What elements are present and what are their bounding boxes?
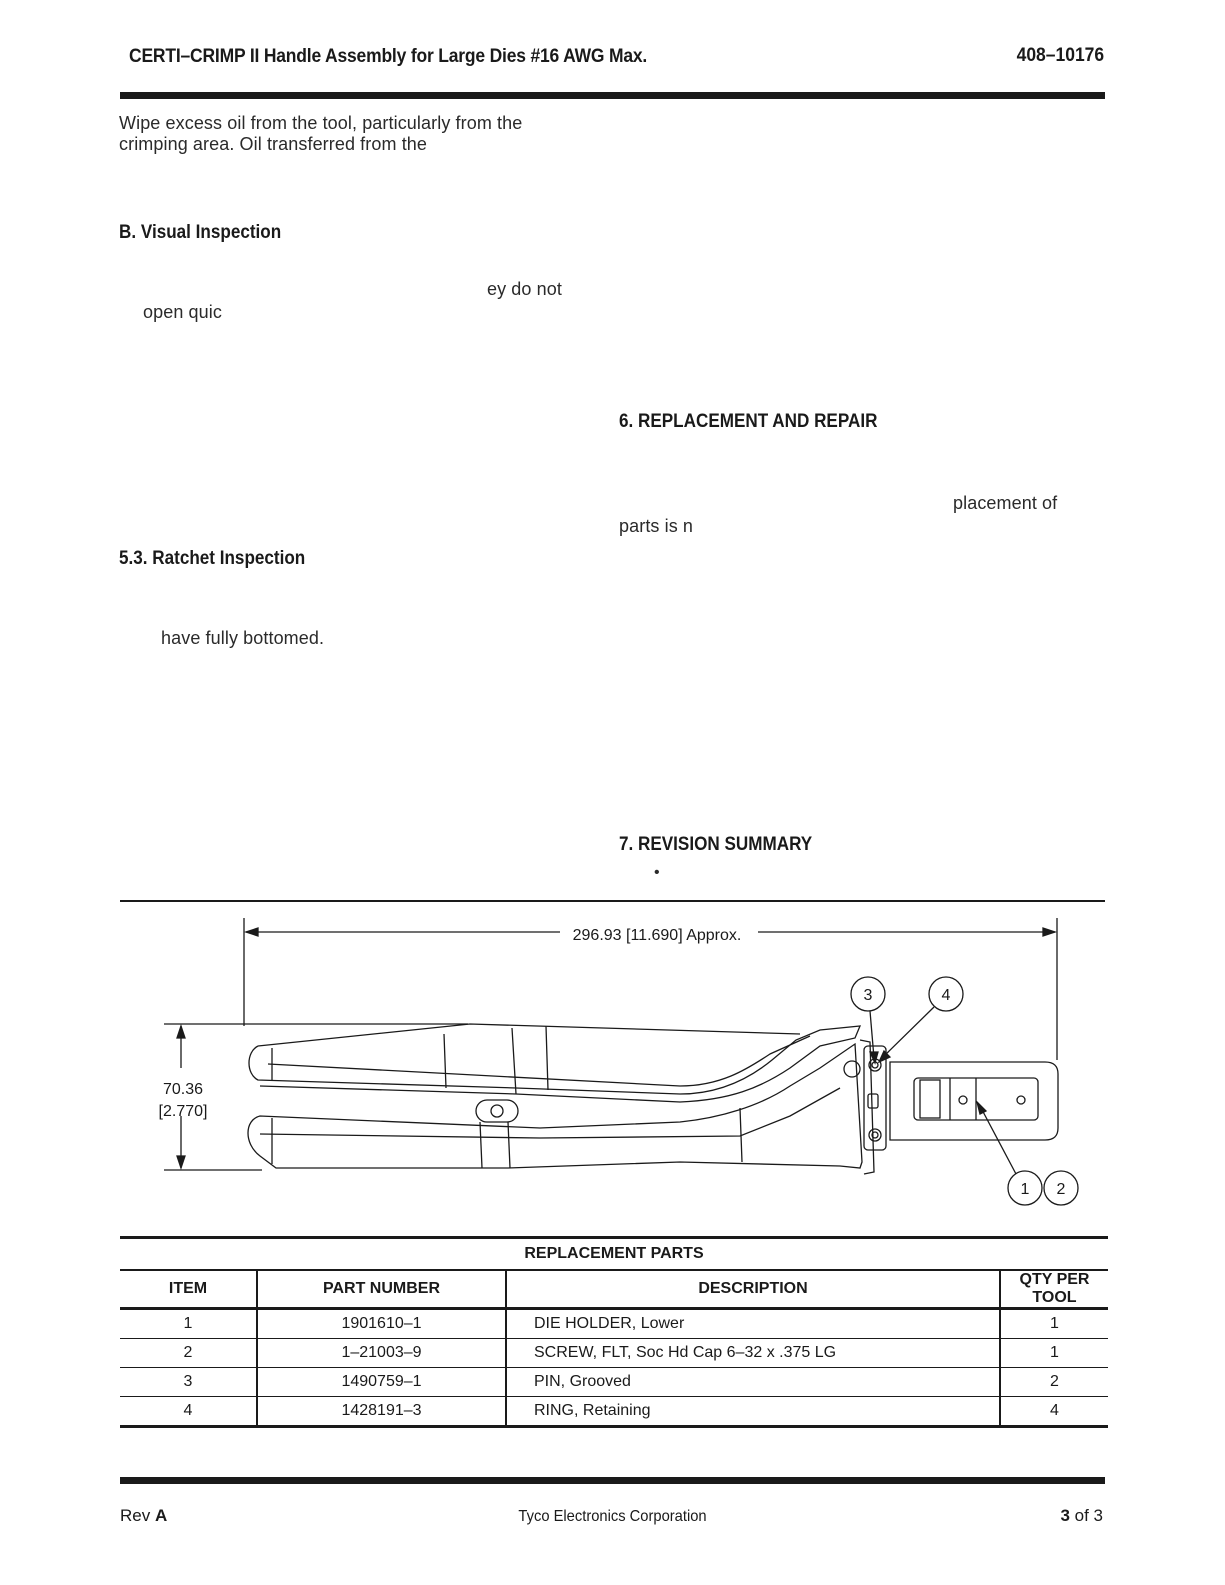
document-title: CERTI–CRIMP II Handle Assembly for Large…: [129, 46, 648, 67]
body-text-fragment: placement of: [953, 493, 1058, 513]
revision-letter: A: [154, 1506, 168, 1525]
cell-description: SCREW, FLT, Soc Hd Cap 6–32 x .375 LG: [506, 1338, 1001, 1368]
tool-diagram: 296.93 [11.690] Approx. 70.36 [2.770] 3 …: [159, 918, 1079, 1206]
section-heading-revision-summary: 7. REVISION SUMMARY: [619, 834, 813, 855]
figure-top-rule: [120, 900, 1105, 902]
upper-handle: [248, 1025, 862, 1103]
table-row: 1 1901610–1 DIE HOLDER, Lower 1: [120, 1308, 1108, 1339]
revision-label: Rev A: [120, 1506, 167, 1526]
callout-bubble-1: [1007, 1170, 1043, 1206]
table-caption: REPLACEMENT PARTS: [120, 1236, 1108, 1271]
column-header-description: DESCRIPTION: [506, 1270, 1001, 1310]
upper-handle-contour: [267, 1035, 811, 1087]
callout-bubble-3: [850, 976, 886, 1012]
table-row: 2 1–21003–9 SCREW, FLT, Soc Hd Cap 6–32 …: [120, 1338, 1108, 1368]
dimension-arrow: [243, 927, 259, 937]
table-caption-row: REPLACEMENT PARTS: [120, 1236, 1108, 1271]
callout-bubble-4: [928, 976, 964, 1012]
cell-qty: 1: [1000, 1308, 1108, 1339]
head-plate: [863, 1045, 887, 1151]
cell-qty: 4: [1000, 1396, 1108, 1428]
die-holder-hole: [1016, 1095, 1026, 1105]
dimension-arrow: [176, 1155, 186, 1171]
revision-bullet: •: [654, 864, 660, 881]
cell-part-number: 1428191–3: [257, 1396, 507, 1428]
callout-label: 1: [1021, 1181, 1030, 1198]
tool-head: [859, 1039, 875, 1175]
body-text-fragment: have fully bottomed.: [161, 628, 325, 648]
cell-description: RING, Retaining: [506, 1396, 1001, 1428]
cell-item: 1: [120, 1308, 258, 1339]
cell-item: 3: [120, 1367, 258, 1397]
pivot-pin: [490, 1104, 504, 1118]
retaining-ring: [871, 1131, 879, 1139]
height-dimension-in: [2.770]: [159, 1103, 208, 1120]
section-heading-replacement-repair: 6. REPLACEMENT AND REPAIR: [619, 411, 878, 432]
body-text-fragment: parts is n: [619, 516, 694, 536]
replacement-parts-table: REPLACEMENT PARTS ITEM PART NUMBER DESCR…: [120, 1236, 1108, 1428]
body-text-line: crimping area. Oil transferred from the: [119, 134, 428, 154]
table-header-row: ITEM PART NUMBER DESCRIPTION QTY PER TOO…: [120, 1270, 1108, 1310]
cell-qty: 2: [1000, 1367, 1108, 1397]
document-number: 408–10176: [1016, 45, 1104, 66]
body-text-line: Wipe excess oil from the tool, particula…: [119, 113, 523, 133]
dimension-arrow: [176, 1023, 186, 1039]
column-header-qty: QTY PER TOOL: [1000, 1270, 1108, 1310]
column-header-item: ITEM: [120, 1270, 258, 1310]
callout-leader: [869, 1010, 875, 1059]
section-heading-ratchet-inspection: 5.3. Ratchet Inspection: [119, 548, 306, 569]
callout-label: 2: [1057, 1181, 1066, 1198]
column-header-part-number: PART NUMBER: [257, 1270, 507, 1310]
die-holder-block: [919, 1079, 941, 1119]
lower-handle-grip-lines: [271, 1107, 743, 1169]
callout-leader: [979, 1105, 1017, 1175]
cell-part-number: 1901610–1: [257, 1308, 507, 1339]
lower-handle: [247, 1042, 863, 1169]
cell-description: PIN, Grooved: [506, 1367, 1001, 1397]
dimension-arrow: [1042, 927, 1058, 937]
callout-arrow: [975, 1099, 988, 1115]
cell-item: 2: [120, 1338, 258, 1368]
header-rule: [120, 92, 1105, 99]
body-text-fragment: open quic: [143, 302, 222, 322]
cell-description: DIE HOLDER, Lower: [506, 1308, 1001, 1339]
table-row: 3 1490759–1 PIN, Grooved 2: [120, 1367, 1108, 1397]
cell-part-number: 1490759–1: [257, 1367, 507, 1397]
callout-arrow: [877, 1049, 892, 1064]
cell-item: 4: [120, 1396, 258, 1428]
page-current: 3: [1060, 1506, 1070, 1525]
page-number: 3 of 3: [1060, 1506, 1103, 1526]
cell-part-number: 1–21003–9: [257, 1338, 507, 1368]
company-name: Tyco Electronics Corporation: [518, 1508, 707, 1525]
revision-prefix: Rev: [120, 1506, 151, 1525]
grooved-pin: [868, 1128, 882, 1142]
pivot-link: [475, 1099, 519, 1123]
upper-handle-edge: [257, 1023, 801, 1047]
callout-arrow: [868, 1051, 879, 1065]
callout-bubble-2: [1043, 1170, 1079, 1206]
callout-leader: [881, 1006, 935, 1059]
die-holder: [889, 1061, 1059, 1141]
table-row: 4 1428191–3 RING, Retaining 4: [120, 1396, 1108, 1428]
upper-handle-grip-lines: [271, 1025, 549, 1095]
die-holder-hole: [958, 1095, 968, 1105]
page-total: of 3: [1074, 1506, 1103, 1525]
length-dimension-label: 296.93 [11.690] Approx.: [573, 927, 742, 944]
lower-handle-contour: [259, 1087, 841, 1139]
callout-label: 4: [942, 987, 951, 1004]
height-dimension-mm: 70.36: [163, 1081, 203, 1098]
section-heading-visual-inspection: B. Visual Inspection: [119, 222, 282, 243]
cell-qty: 1: [1000, 1338, 1108, 1368]
head-bolt: [843, 1060, 861, 1078]
head-stop: [867, 1093, 879, 1109]
body-text-fragment: ey do not: [487, 279, 562, 299]
footer-rule: [120, 1477, 1105, 1484]
callout-label: 3: [864, 987, 873, 1004]
